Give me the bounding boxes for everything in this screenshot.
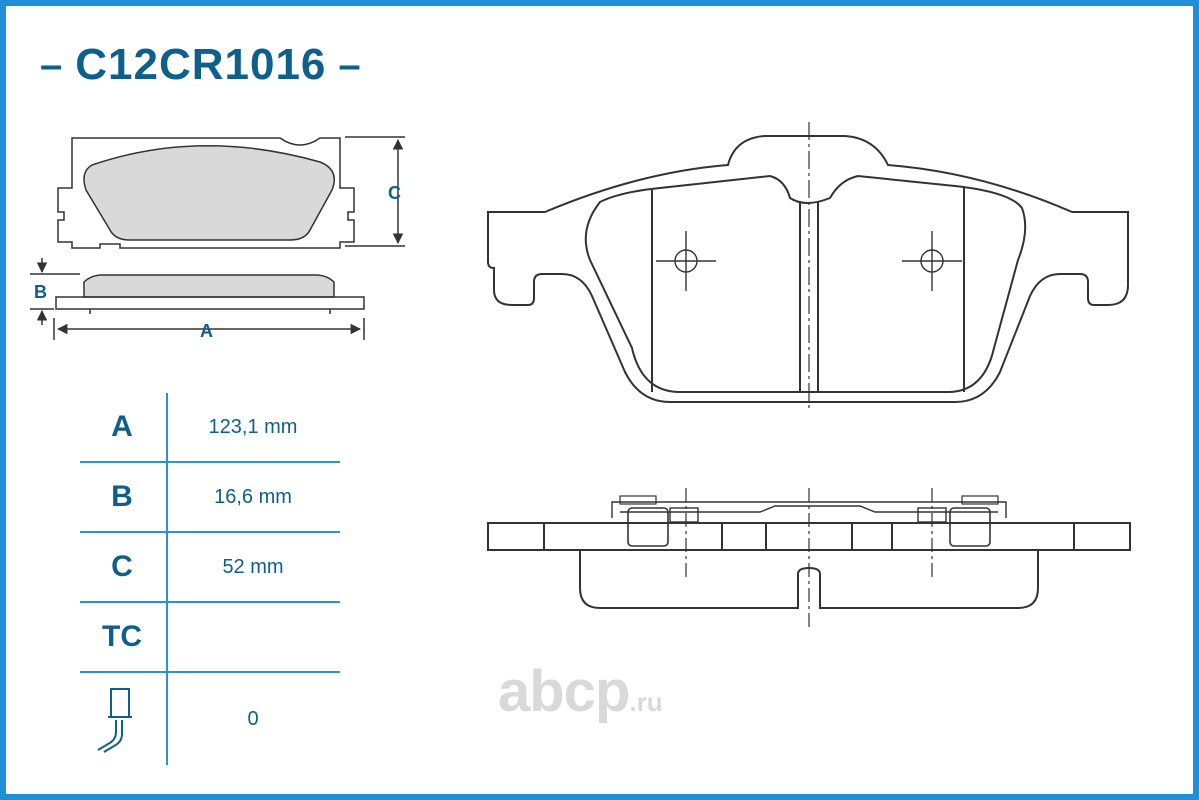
mounting-mark-left <box>656 231 716 291</box>
dim-label-b: B <box>34 282 47 302</box>
spec-row-b: B 16,6 mm <box>80 463 340 533</box>
spec-value <box>166 603 340 671</box>
spec-row-c: C 52 mm <box>80 533 340 603</box>
small-side-view <box>30 258 365 340</box>
dim-label-a: A <box>200 321 213 341</box>
large-front-view <box>487 122 1129 410</box>
spec-key: B <box>111 480 133 513</box>
spec-key: TC <box>102 620 142 653</box>
large-friction-outline <box>584 174 1027 393</box>
spec-row-a: A 123,1 mm <box>80 393 340 463</box>
spec-value: 16,6 mm <box>214 485 292 508</box>
spec-value: 0 <box>247 707 259 730</box>
spec-key <box>80 673 164 765</box>
wear-sensor-icon <box>97 688 132 753</box>
small-front-view <box>57 136 405 249</box>
spec-table-divider <box>166 393 168 765</box>
mounting-mark-right <box>902 231 962 291</box>
watermark-brand: abcp <box>498 659 630 724</box>
small-friction-material <box>83 145 335 241</box>
title-dash-right: – <box>338 42 362 87</box>
spec-key: A <box>111 410 133 443</box>
watermark-logo: abcp.ru <box>498 658 663 725</box>
large-side-view <box>487 488 1131 630</box>
small-side-friction <box>83 274 335 298</box>
watermark-tld: .ru <box>629 687 663 717</box>
spec-value: 123,1 mm <box>208 415 298 438</box>
spec-row-tc: TC <box>80 603 340 673</box>
title-dash-left: – <box>40 42 64 87</box>
title-block: – C12CR1016 – <box>40 40 362 90</box>
dim-label-c: C <box>388 183 401 203</box>
spec-value: 52 mm <box>222 555 284 578</box>
spec-key: C <box>111 550 133 583</box>
part-number-title: C12CR1016 <box>75 40 327 89</box>
spec-row-wear-sensor: 0 <box>80 673 340 765</box>
